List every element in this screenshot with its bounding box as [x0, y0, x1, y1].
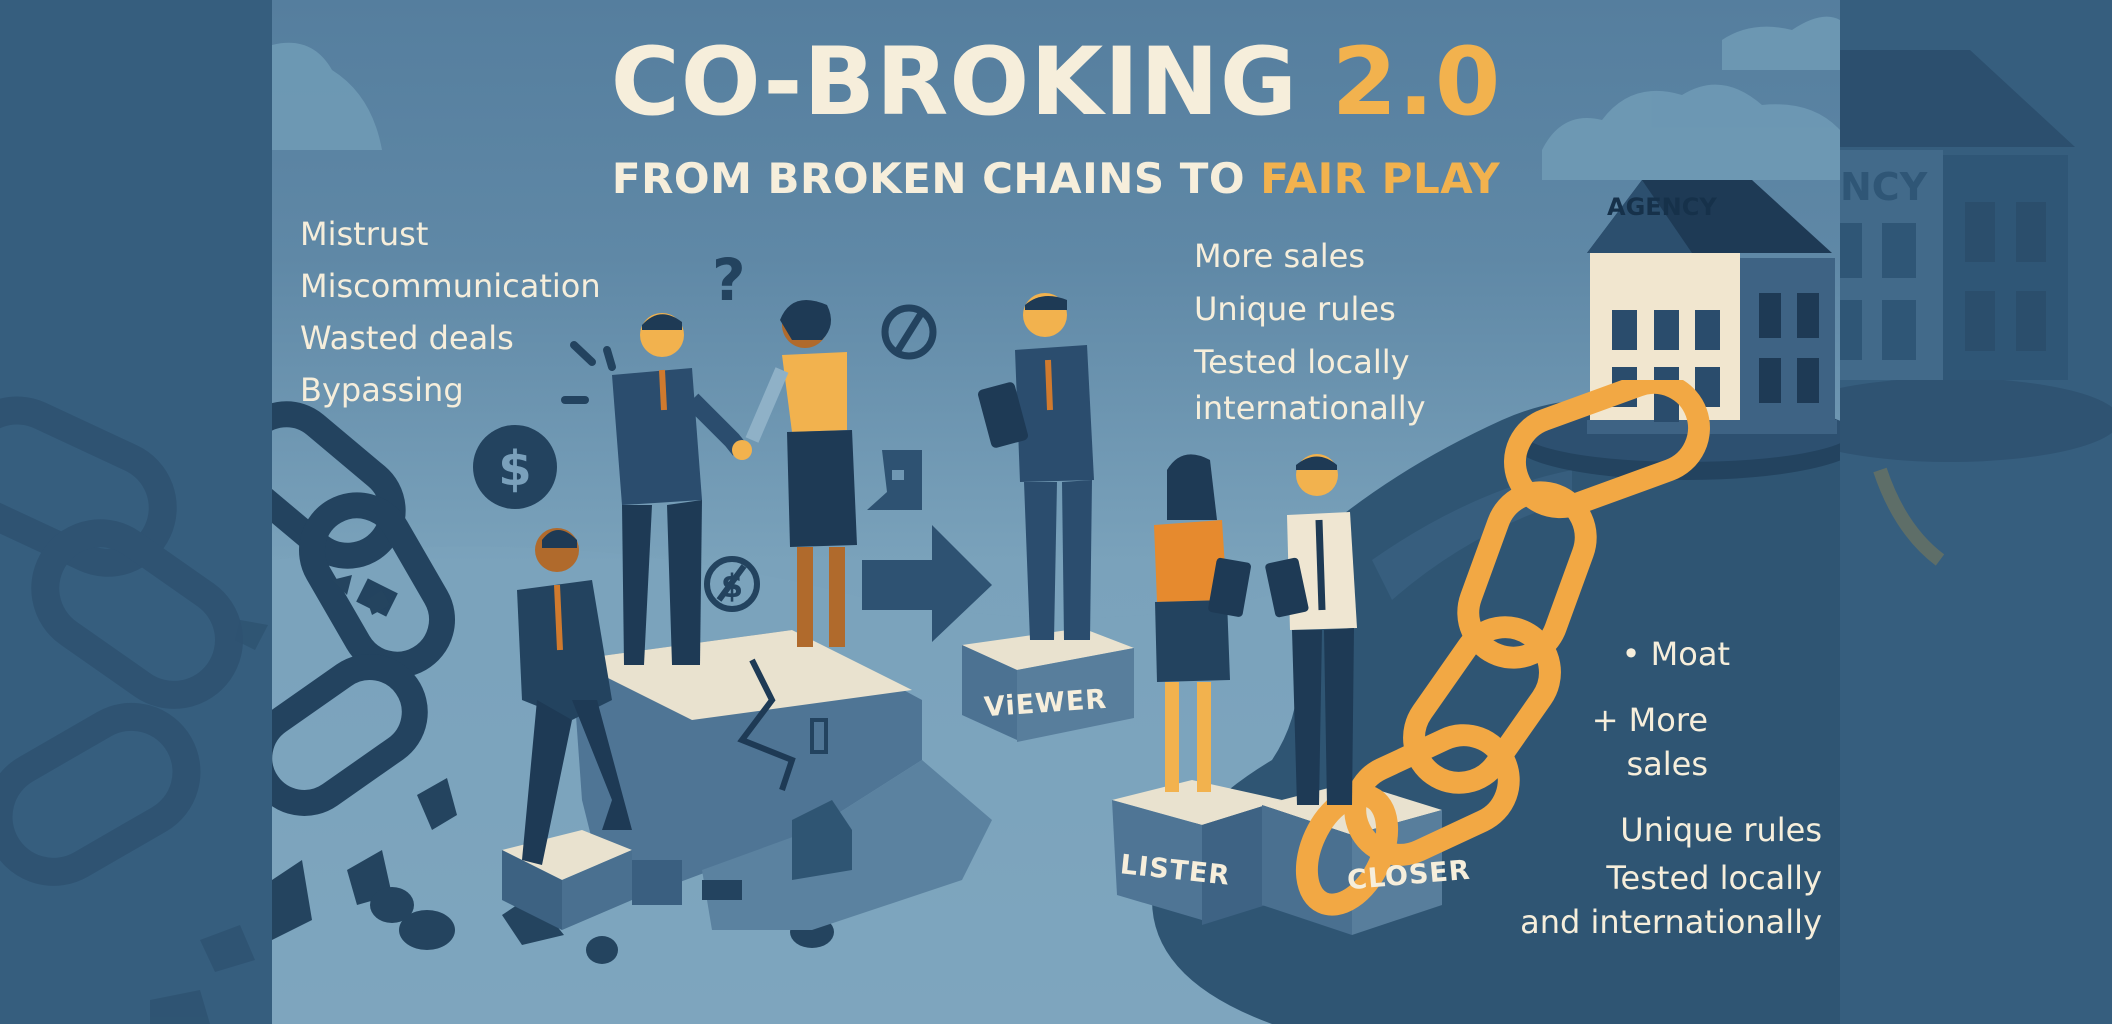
- question-mark-icon: ?: [712, 246, 746, 314]
- faded-agency-building-icon: NCY: [1840, 50, 2112, 566]
- crossed-out-coin-icon: $: [704, 556, 760, 612]
- lister-woman: [1154, 454, 1251, 792]
- people-illustration: [517, 293, 1357, 865]
- arrow-right-icon: [862, 525, 992, 642]
- infographic-panel: ? $ $: [272, 0, 1840, 1024]
- closer-man: [1265, 454, 1357, 805]
- right-side-panel: NCY: [1840, 0, 2112, 1024]
- cloud-icon: [272, 16, 1840, 180]
- broken-platform: [502, 630, 992, 930]
- benefit-item-unique-rules: Unique rules: [1620, 811, 1822, 849]
- bullet-dot-icon: •: [1621, 635, 1641, 673]
- problem-item: Wasted deals: [300, 319, 514, 357]
- problem-item: Mistrust: [300, 215, 429, 253]
- benefit-item-tested-cont: and internationally: [1520, 903, 1822, 941]
- title-main: CO-BROKING: [610, 28, 1298, 137]
- plus-icon: +: [1591, 701, 1619, 739]
- svg-text:?: ?: [712, 246, 746, 314]
- svg-text:NCY: NCY: [1840, 165, 1928, 209]
- agency-sign: AGENCY: [1607, 193, 1717, 221]
- benefit-item: internationally: [1194, 389, 1426, 427]
- problem-item: Miscommunication: [300, 267, 601, 305]
- benefit-item-tested: Tested locally: [1606, 859, 1822, 897]
- benefits-bottom-list: • Moat + More sales Unique rules Tested …: [1402, 632, 1822, 944]
- benefit-item: More sales: [1194, 237, 1366, 275]
- page-subtitle: FROM BROKEN CHAINS TO FAIR PLAY: [272, 158, 1840, 200]
- faded-broken-chain-icon: [0, 396, 268, 1024]
- problems-list: Mistrust Miscommunication Wasted deals B…: [300, 208, 601, 416]
- benefits-top-list: More sales Unique rules Tested locally i…: [1194, 230, 1426, 427]
- benefit-item-moat: • Moat: [1621, 635, 1730, 673]
- viewer-pedestal: [962, 628, 1134, 742]
- climbing-man: [517, 528, 632, 865]
- problem-item: Bypassing: [300, 371, 464, 409]
- benefit-item: Unique rules: [1194, 290, 1396, 328]
- dollar-coin-icon: $: [473, 425, 557, 509]
- forbidden-icon: [881, 304, 937, 360]
- page-title: CO-BROKING 2.0: [272, 36, 1840, 130]
- viewer-man: [978, 293, 1094, 640]
- benefit-item-more-sales: + More: [1591, 701, 1708, 739]
- document-scrap-icon: [867, 450, 922, 510]
- subtitle-prefix: FROM BROKEN CHAINS TO: [611, 154, 1246, 203]
- handshake-man: [612, 313, 752, 665]
- benefit-item: Tested locally: [1194, 343, 1410, 381]
- golden-chain-icon: [1295, 380, 1710, 916]
- agency-building-icon: [1512, 180, 1840, 480]
- subtitle-accent: FAIR PLAY: [1260, 154, 1501, 203]
- woman-partner: [745, 300, 857, 647]
- benefit-item-more-sales-cont: sales: [1626, 745, 1708, 783]
- title-version: 2.0: [1331, 28, 1502, 137]
- left-side-panel: [0, 0, 272, 1024]
- svg-text:$: $: [498, 441, 531, 497]
